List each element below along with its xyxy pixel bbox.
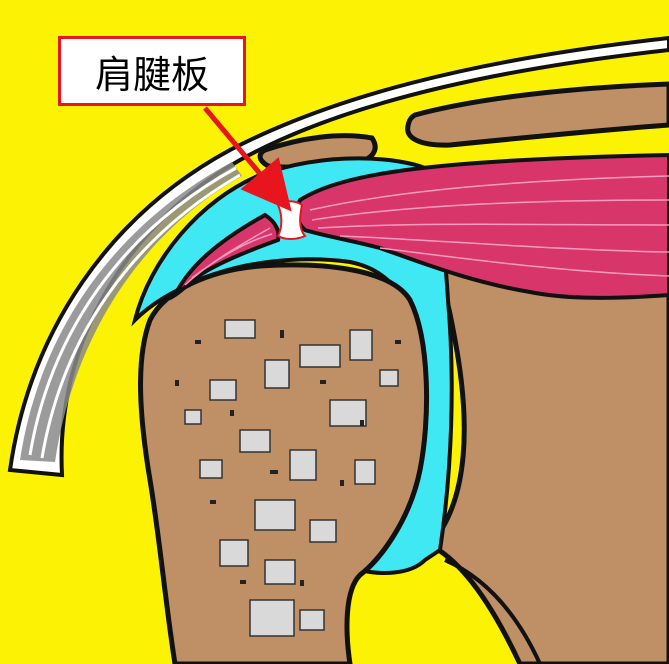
rotator-cuff-label-box: 肩腱板 xyxy=(58,36,246,106)
rotator-cuff-label: 肩腱板 xyxy=(95,44,209,99)
tear-gap xyxy=(278,201,305,239)
